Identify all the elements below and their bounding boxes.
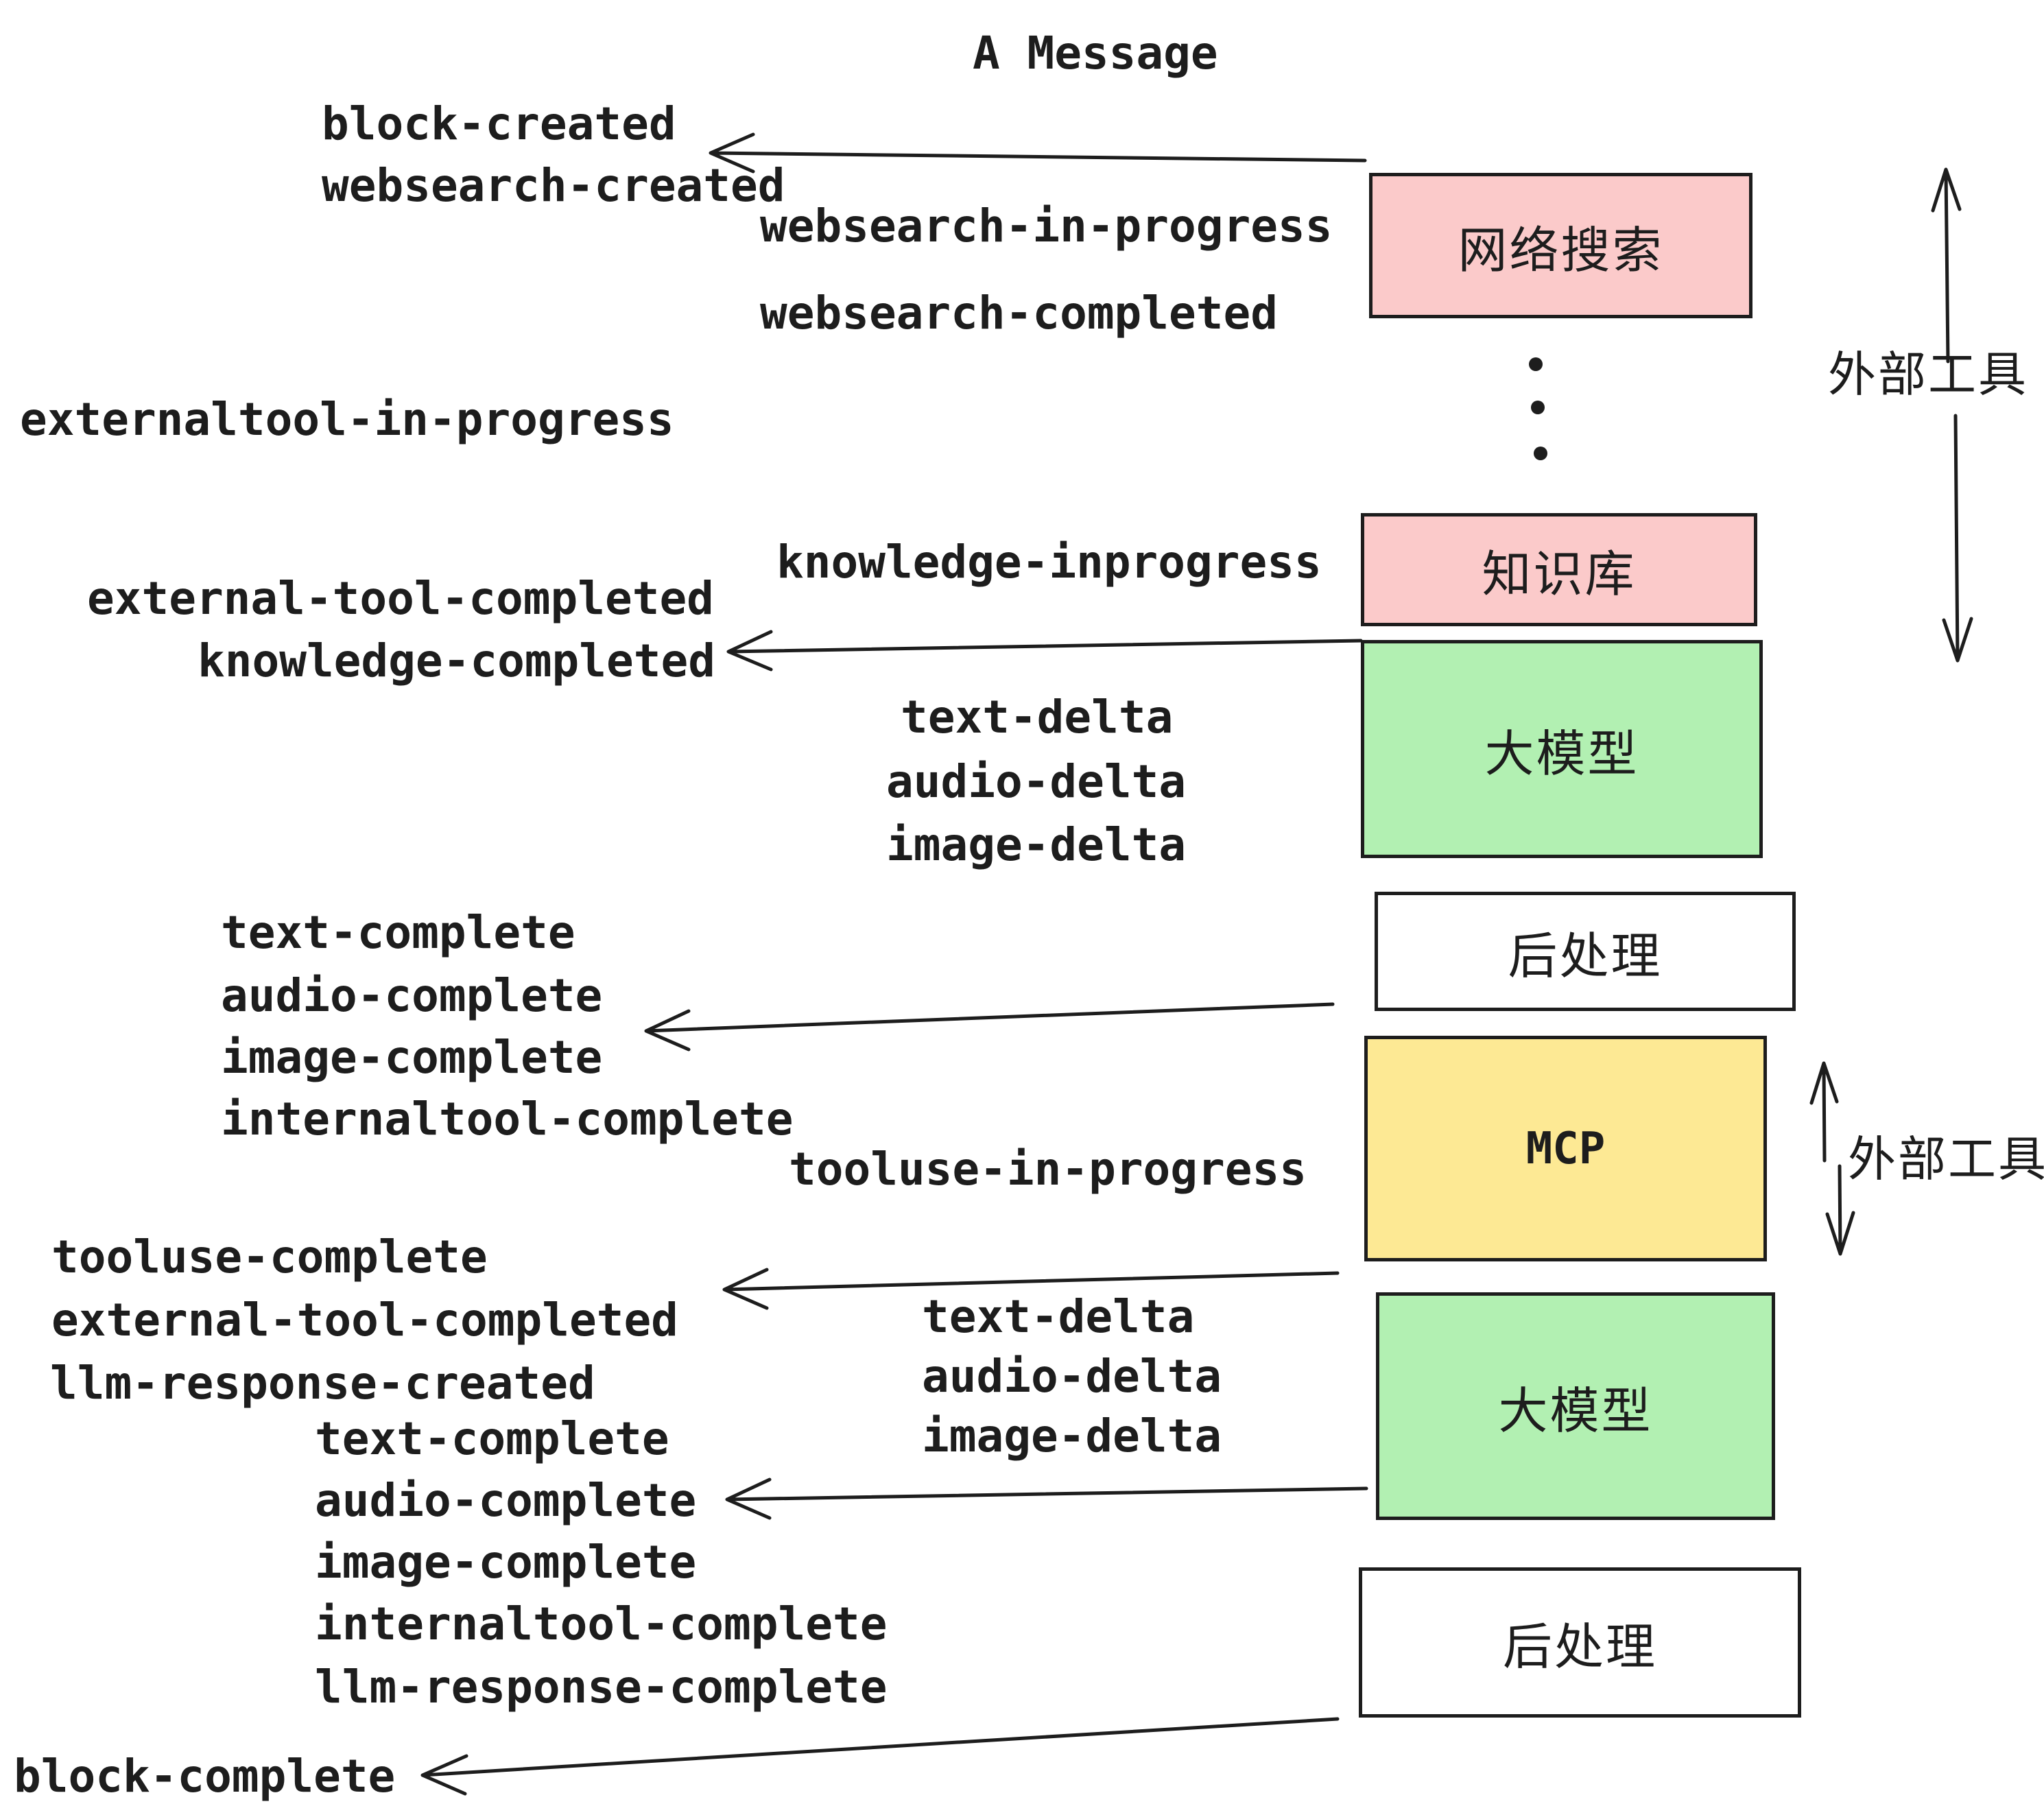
event-label-text-complete-2: text-complete (315, 1412, 669, 1465)
event-label-audio-complete-1: audio-complete (221, 969, 603, 1022)
box-mcp: MCP (1364, 1036, 1767, 1261)
event-label-websearch-created: websearch-created (322, 159, 785, 212)
page-title: A Message (973, 27, 1218, 80)
event-label-audio-complete-2: audio-complete (315, 1474, 697, 1527)
event-label-websearch-in-progress: websearch-in-progress (760, 200, 1333, 252)
event-label-internaltool-complete-2: internaltool-complete (315, 1598, 888, 1650)
event-label-tooluse-complete: tooluse-complete (51, 1231, 488, 1283)
arrow-to-tooluse-complete (722, 1268, 1340, 1310)
box-postprocess-1-label: 后处理 (1508, 929, 1663, 984)
arrow-to-audio-complete (725, 1477, 1368, 1520)
event-label-knowledge-inprogress: knowledge-inprogress (776, 536, 1322, 589)
event-label-text-delta-2: text-delta (922, 1290, 1195, 1343)
box-llm-2-label: 大模型 (1498, 1384, 1653, 1439)
external-tools-up-arrow-2 (1809, 1061, 1839, 1163)
event-label-image-complete-1: image-complete (221, 1031, 603, 1084)
event-label-audio-delta-2: audio-delta (922, 1350, 1222, 1403)
dot (1531, 401, 1545, 414)
event-label-externaltool-in-progress: externaltool-in-progress (20, 393, 674, 446)
box-websearch-label: 网络搜索 (1458, 223, 1664, 278)
box-postprocess-1: 后处理 (1375, 892, 1796, 1011)
external-tools-up-arrow-1 (1931, 167, 1962, 364)
event-label-tooluse-in-progress: tooluse-in-progress (789, 1143, 1307, 1196)
box-llm-1-label: 大模型 (1484, 726, 1639, 782)
event-label-external-tool-completed-1: external-tool-completed (87, 572, 714, 625)
arrow-to-knowledge-completed (726, 630, 1363, 672)
event-label-internaltool-complete-1: internaltool-complete (221, 1093, 794, 1146)
event-label-external-tool-completed-2: external-tool-completed (51, 1294, 678, 1346)
event-label-text-complete-1: text-complete (221, 906, 575, 959)
event-label-block-created: block-created (322, 97, 676, 150)
event-label-websearch-completed: websearch-completed (760, 287, 1278, 340)
event-label-knowledge-completed: knowledge-completed (198, 634, 715, 687)
box-websearch: 网络搜索 (1369, 173, 1752, 318)
box-llm-1: 大模型 (1361, 640, 1763, 858)
box-knowledge-base-label: 知识库 (1482, 547, 1637, 602)
event-label-text-delta-1: text-delta (901, 691, 1174, 744)
external-tools-label-1: 外部工具 (1828, 348, 2028, 401)
event-label-image-complete-2: image-complete (315, 1536, 697, 1589)
event-label-image-delta-2: image-delta (922, 1410, 1222, 1462)
box-llm-2: 大模型 (1376, 1292, 1775, 1520)
vertical-ellipsis-dots (1529, 357, 1547, 460)
box-postprocess-2: 后处理 (1359, 1567, 1801, 1718)
event-label-block-complete: block-complete (14, 1750, 396, 1803)
box-knowledge-base: 知识库 (1361, 513, 1757, 626)
box-postprocess-2-label: 后处理 (1502, 1620, 1657, 1675)
box-mcp-label: MCP (1525, 1123, 1606, 1174)
dot (1529, 357, 1543, 371)
external-tools-down-arrow-1 (1942, 414, 1973, 663)
external-tools-label-2: 外部工具 (1848, 1132, 2044, 1186)
event-label-image-delta-1: image-delta (886, 818, 1187, 871)
arrow-to-image-complete (644, 1002, 1335, 1052)
event-label-audio-delta-1: audio-delta (886, 755, 1187, 808)
event-label-llm-response-complete: llm-response-complete (315, 1661, 888, 1713)
arrow-to-block-created (709, 132, 1367, 174)
arrow-to-block-complete (420, 1717, 1340, 1796)
external-tools-down-arrow-2 (1825, 1164, 1855, 1256)
event-label-llm-response-created: llm-response-created (50, 1357, 595, 1410)
dot (1534, 447, 1547, 460)
